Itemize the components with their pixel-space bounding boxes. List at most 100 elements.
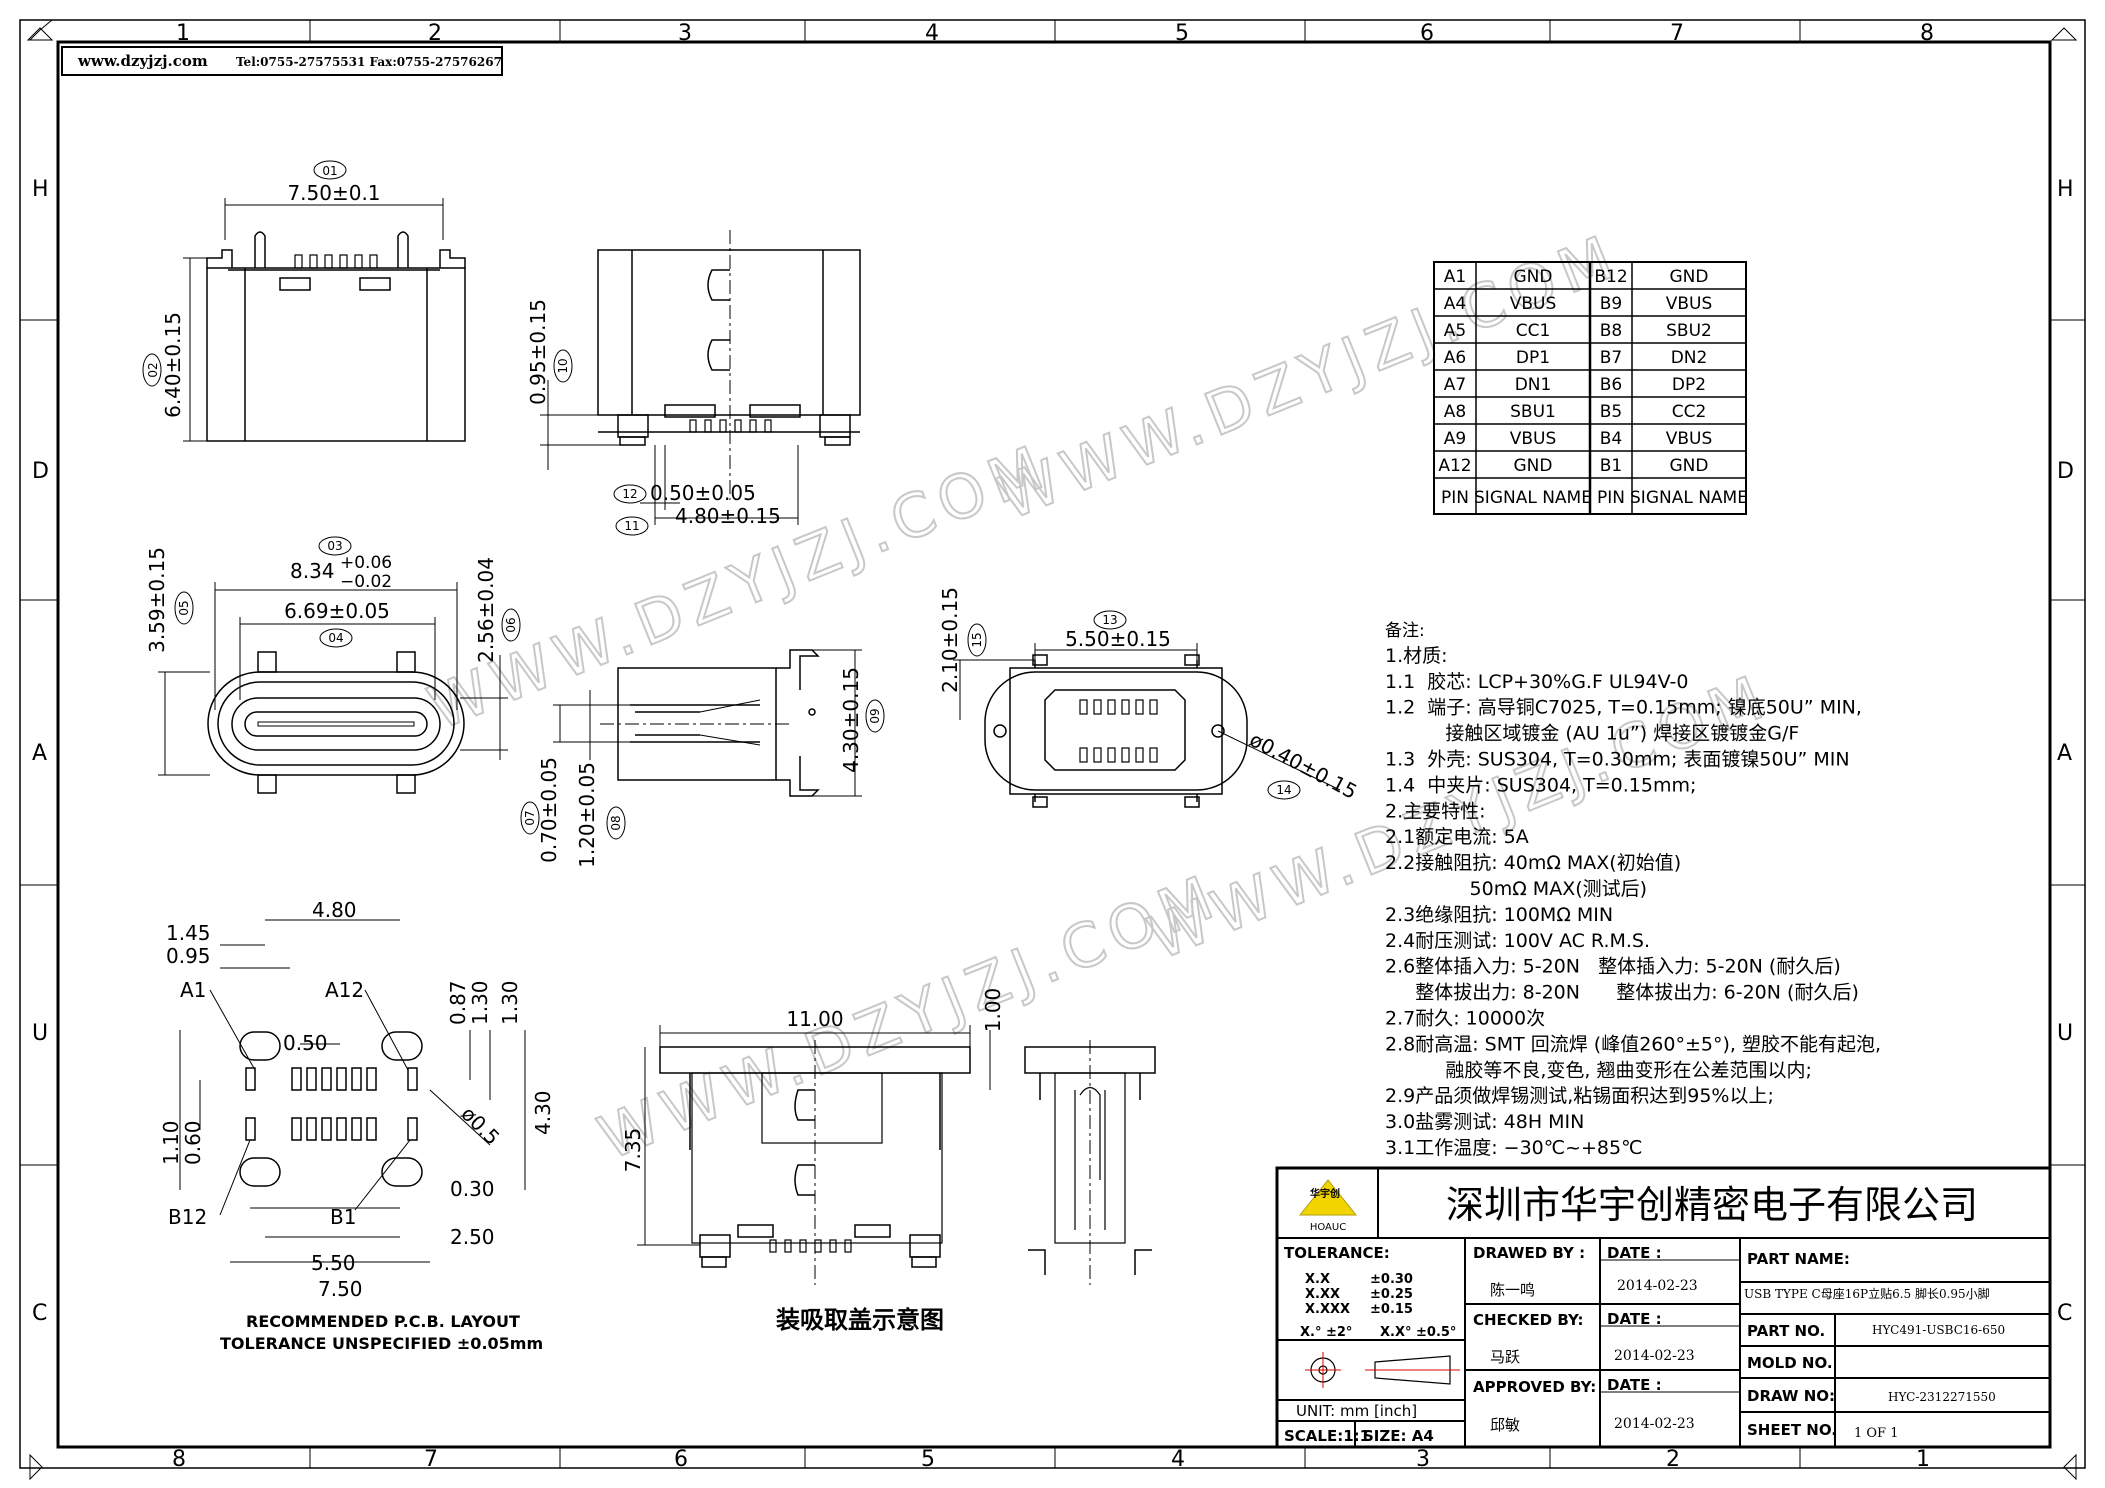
dim-label: 7.35 [621, 1128, 645, 1173]
view-side-top [540, 230, 861, 536]
note-line: 2.1额定电流: 5A [1385, 826, 1529, 848]
dim-label: 1.30 [498, 980, 522, 1025]
note-line: 2.3绝缘阻抗: 100MΩ MIN [1385, 904, 1613, 926]
row-label-left: D [32, 459, 49, 484]
dim-label-tol: +0.06 [340, 553, 392, 573]
cap-caption: 装吸取盖示意图 [776, 1306, 944, 1334]
view-top-front [142, 160, 466, 442]
dim-label: 1.45 [166, 921, 211, 945]
dim-label: 7.50±0.1 [287, 181, 380, 205]
dim-label: 6.40±0.15 [161, 312, 185, 418]
draw-no-label: DRAW NO: [1747, 1387, 1835, 1405]
dim-tag: 09 [868, 708, 882, 723]
note-line: 融胶等不良,变色, 翘曲变形在公差范围以内; [1385, 1059, 1812, 1081]
dim-label: 0.87 [446, 980, 470, 1025]
dim-label: 1.20±0.05 [575, 762, 599, 868]
dim-label: 4.80±0.15 [675, 504, 781, 528]
col-label-bottom: 5 [921, 1447, 935, 1472]
note-line: 接触区域镀金 (AU 1u”) 焊接区镀镀金G/F [1385, 723, 1799, 745]
pin-cell: A8 [1444, 402, 1466, 422]
drawing-frame [19, 19, 2086, 1481]
dim-label: 8.34 [290, 559, 335, 583]
col-label-bottom: 6 [674, 1447, 688, 1472]
dim-label: 1.10 [159, 1120, 183, 1165]
logo-text: HOAUC [1310, 1222, 1346, 1233]
logo-cn: 华宇创 [1310, 1187, 1340, 1200]
title-block [1275, 1166, 2052, 1449]
view-bottom [953, 610, 1341, 808]
pin-label: B12 [168, 1205, 207, 1229]
table-header-cell: PIN [1441, 488, 1469, 508]
dim-tag: 01 [322, 164, 337, 178]
sheet-no-label: SHEET NO. [1747, 1421, 1837, 1439]
signal-cell: GND [1514, 456, 1553, 476]
dim-label: ø0.5 [456, 1102, 504, 1150]
pin-cell: A7 [1444, 375, 1466, 395]
tol-key: X.XX [1305, 1287, 1340, 1302]
signal-cell: VBUS [1666, 429, 1713, 449]
note-line: 1.2 端子: 高导铜C7025, T=0.15mm; 镍底50U” MIN, [1385, 697, 1862, 719]
dim-label: 4.30±0.15 [839, 667, 863, 773]
part-no: HYC491-USBC16-650 [1872, 1323, 2005, 1337]
dim-label: 4.30 [531, 1090, 555, 1135]
col-label-top: 5 [1175, 21, 1189, 46]
table-header-cell: SIGNAL NAME [1630, 488, 1748, 508]
checked-by: 马跃 [1490, 1348, 1520, 1366]
pin-cell: A5 [1444, 321, 1466, 341]
dim-label: 0.50±0.05 [650, 481, 756, 505]
dim-tag: 13 [1102, 613, 1117, 627]
scale-label: SCALE:1:1 [1284, 1427, 1370, 1445]
pcb-tolerance: TOLERANCE UNSPECIFIED ±0.05mm [220, 1334, 543, 1353]
signal-cell: DN2 [1671, 348, 1708, 368]
pin-cell: B12 [1594, 267, 1627, 287]
size-label: SIZE: A4 [1363, 1427, 1434, 1445]
pcb-dim-labels: 4.80 1.45 0.95 0.50 0.87 1.30 1.30 4.30 … [159, 898, 555, 1353]
part-name-label: PART NAME: [1747, 1250, 1850, 1268]
dim-label-tol: −0.02 [340, 572, 392, 592]
approved-by: 邱敏 [1490, 1416, 1520, 1434]
row-label-right: D [2057, 459, 2074, 484]
col-label-top: 3 [678, 21, 692, 46]
date-value: 2014-02-23 [1614, 1348, 1695, 1364]
dim-label: 2.50 [450, 1225, 495, 1249]
drawed-by: 陈一鸣 [1490, 1281, 1535, 1299]
signal-cell: VBUS [1510, 294, 1557, 314]
pin-cell: A6 [1444, 348, 1466, 368]
dim-tag: 07 [523, 810, 537, 825]
dim-tag: 04 [328, 631, 343, 645]
tol-val: ±0.25 [1370, 1287, 1413, 1302]
pin-cell: A1 [1444, 267, 1466, 287]
row-label-right: A [2057, 741, 2072, 766]
dim-tag: 06 [504, 617, 518, 632]
pin-cell: B4 [1600, 429, 1622, 449]
notes-block: 备注:1.材质:1.1 胶芯: LCP+30%G.F UL94V-01.2 端子… [1385, 621, 1881, 1159]
date-value: 2014-02-23 [1614, 1416, 1695, 1432]
row-label-right: U [2057, 1021, 2073, 1046]
date-label: DATE : [1607, 1376, 1662, 1394]
signal-cell: GND [1670, 456, 1709, 476]
dim-tag: 02 [146, 362, 160, 377]
pin-label: B1 [330, 1205, 356, 1229]
signal-cell: SBU1 [1510, 402, 1556, 422]
view-pcb-layout [179, 919, 526, 1263]
dim-label: 2.10±0.15 [938, 587, 962, 693]
dim-label: 0.50 [283, 1031, 328, 1055]
pin-cell: B5 [1600, 402, 1622, 422]
dim-label: 2.56±0.04 [474, 557, 498, 663]
dim-tag: 14 [1276, 783, 1291, 797]
date-label: DATE : [1607, 1244, 1662, 1262]
part-name: USB TYPE C母座16P立贴6.5 脚长0.95小脚 [1744, 1286, 1990, 1301]
dim-label: 6.69±0.05 [284, 599, 390, 623]
pcb-title: RECOMMENDED P.C.B. LAYOUT [246, 1312, 520, 1331]
signal-cell: CC1 [1516, 321, 1551, 341]
part-no-label: PART NO. [1747, 1322, 1825, 1340]
row-label-left: U [32, 1021, 48, 1046]
dim-label: 11.00 [786, 1007, 843, 1031]
pin-cell: A4 [1444, 294, 1466, 314]
svg-text:WWW.DZYJZJ.COM: WWW.DZYJZJ.COM [419, 431, 1060, 744]
dim-tag: 12 [622, 487, 637, 501]
row-label-left: C [32, 1301, 47, 1326]
dim-label: 0.30 [450, 1177, 495, 1201]
signal-cell: DN1 [1515, 375, 1552, 395]
date-value: 2014-02-23 [1617, 1278, 1698, 1294]
